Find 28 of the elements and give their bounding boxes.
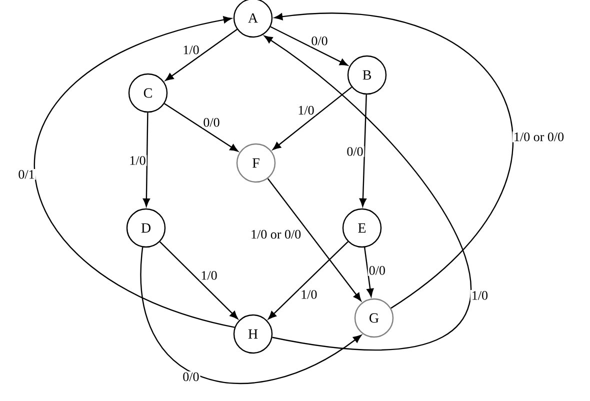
edge-label: 0/1 [17, 169, 36, 180]
arrow [267, 178, 362, 302]
edge-label: 1/0 or 0/0 [512, 131, 566, 142]
edge-label: 0/0 [310, 36, 329, 46]
arrow [364, 247, 374, 297]
edge-label: 0/0 [182, 371, 200, 382]
arrow [140, 247, 362, 384]
arrow [359, 94, 367, 207]
arrow [142, 112, 150, 207]
arrow [164, 103, 238, 152]
edge-label: 0/0 [202, 117, 221, 128]
arrow [274, 12, 513, 309]
arrow [268, 241, 348, 320]
arrow [160, 241, 238, 320]
edge-label: 0/0 [368, 265, 386, 276]
edge-label: 1/0 [470, 290, 489, 301]
edge-label: 1/0 [300, 289, 318, 300]
edge-label: 1/0 [296, 104, 316, 116]
arrow [270, 26, 348, 66]
edge-label: 1/0 or 0/0 [250, 228, 302, 240]
arrow [165, 28, 238, 81]
edge-label: 0/0 [346, 146, 364, 157]
arrow [264, 36, 472, 350]
edge-label: 1/0 [200, 270, 218, 281]
arrow [272, 86, 352, 150]
edge-label: 1/0 [128, 155, 147, 166]
arrow [34, 16, 235, 328]
edge-label: 1/0 [182, 44, 200, 56]
